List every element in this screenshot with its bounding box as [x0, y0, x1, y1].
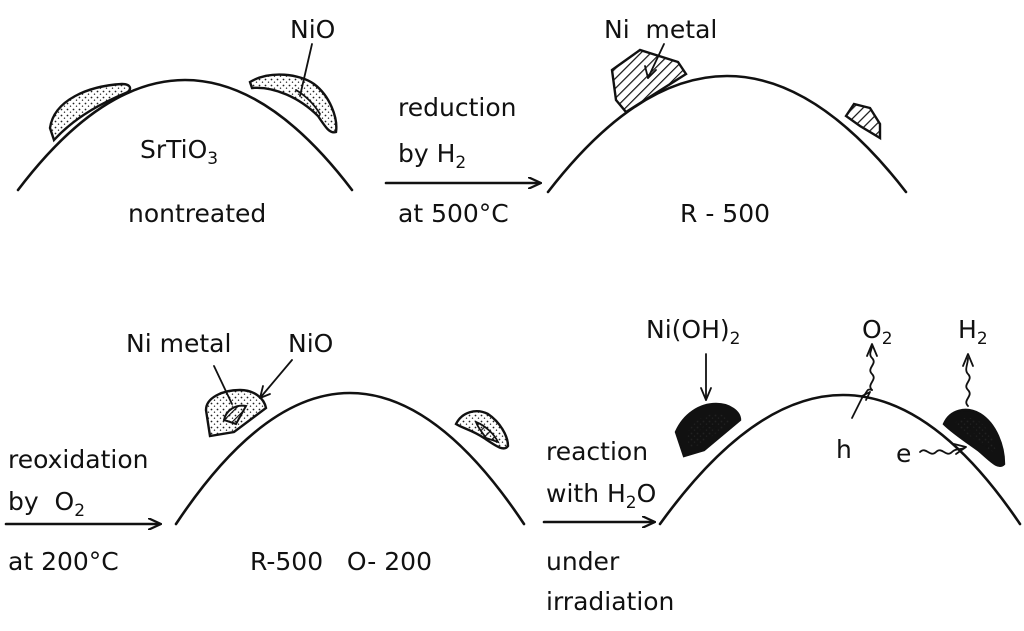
arrow-reaction: reaction with H2O under irradiation: [542, 437, 674, 616]
reaction-line4: irradiation: [546, 587, 674, 616]
ni-metal-particle-left: [610, 48, 688, 114]
srtio3-particle-outline: [16, 78, 354, 192]
hole-path-line: [851, 388, 873, 419]
ni-nio-particle-left: [204, 388, 268, 438]
panel-r500: Ni metal R - 500: [546, 15, 908, 228]
ni-metal-pointer-line: [647, 43, 665, 79]
reoxidation-line1: reoxidation: [8, 445, 148, 474]
reaction-line2: with H2O: [546, 479, 656, 513]
reduction-line1: reduction: [398, 93, 516, 122]
panel-reacted: Ni(OH)2 O2 h H2 e: [646, 315, 1022, 526]
ni-metal-particle-right: [844, 102, 882, 141]
ni-metal-label-2: Ni metal: [126, 329, 231, 358]
reduction-line3: at 500°C: [398, 199, 509, 228]
nioh2-particle-right: [942, 408, 1006, 467]
h2-wavy-arrow-icon: [965, 357, 971, 407]
o2-wavy-arrow-icon: [869, 345, 875, 391]
electron-wavy-arrow-icon: [919, 447, 965, 455]
arrow-reduction: reduction by H2 at 500°C: [384, 93, 540, 228]
arrow-reoxidation: reoxidation by O2 at 200°C: [4, 445, 160, 576]
nioh2-label: Ni(OH)2: [646, 315, 740, 349]
srtio3-particle-outline-r500-o200: [174, 391, 526, 526]
srtio3-particle-outline-r500: [546, 74, 908, 194]
ni-metal-label: Ni metal: [604, 15, 717, 44]
ni-metal-pointer-line-2: [213, 365, 233, 405]
reaction-line3: under: [546, 547, 620, 576]
nio-pointer-line-2: [259, 359, 293, 399]
nioh2-particle-left: [674, 402, 742, 458]
reoxidation-line2: by O2: [8, 487, 85, 521]
nio-label: NiO: [290, 15, 335, 44]
panel-nontreated: NiO SrTiO3 nontreated: [16, 15, 354, 228]
electron-label: e: [896, 439, 911, 468]
reaction-line1: reaction: [546, 437, 648, 466]
nio-pointer-line: [299, 43, 313, 97]
nio-particle-left: [48, 82, 132, 143]
reduction-line2: by H2: [398, 139, 466, 173]
hole-label: h: [836, 435, 852, 464]
caption-r500: R - 500: [680, 199, 770, 228]
srtio3-label: SrTiO3: [140, 135, 218, 169]
h2-label: H2: [958, 315, 988, 349]
caption-r500-o200: R-500 O- 200: [250, 547, 432, 576]
o2-label: O2: [862, 315, 893, 349]
nio-particle-right: [248, 73, 338, 134]
reoxidation-line3: at 200°C: [8, 547, 119, 576]
srtio3-particle-outline-reacted: [658, 393, 1022, 526]
ni-nio-particle-right: [454, 410, 510, 450]
nio-label-2: NiO: [288, 329, 333, 358]
panel-r500-o200: Ni metal NiO R-500 O- 200: [126, 329, 526, 576]
caption-nontreated: nontreated: [128, 199, 266, 228]
